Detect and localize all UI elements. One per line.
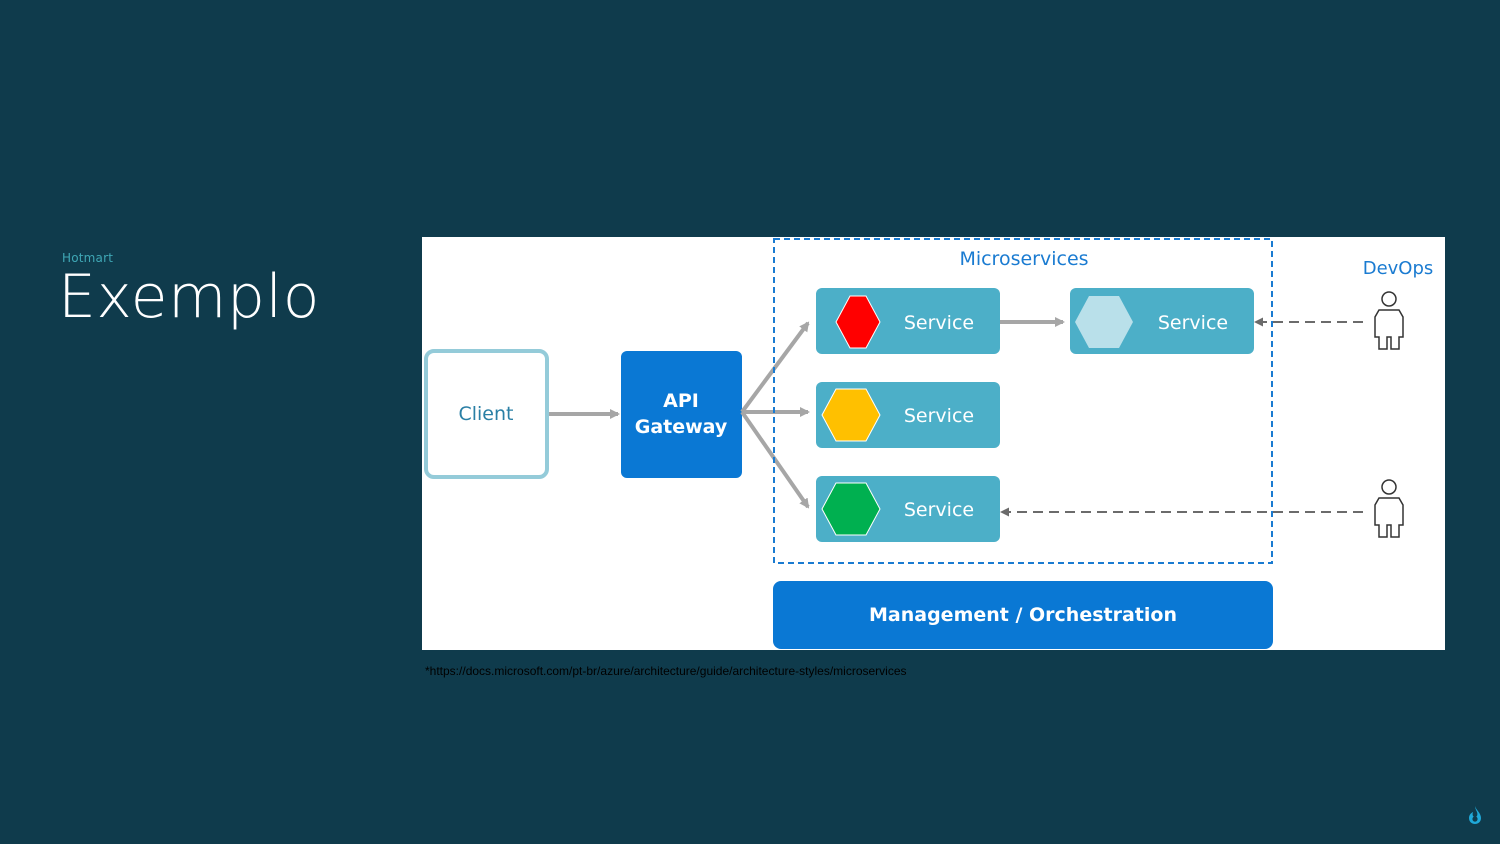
management-orchestration-node: Management / Orchestration bbox=[773, 581, 1273, 649]
microservices-boundary bbox=[773, 238, 1273, 564]
gateway-label-line1: API bbox=[663, 390, 699, 412]
client-label: Client bbox=[458, 403, 513, 425]
client-node: Client bbox=[424, 349, 549, 479]
service-node-1: Service bbox=[816, 288, 1000, 354]
hexagon-icon bbox=[1075, 296, 1133, 348]
service-label: Service bbox=[904, 499, 974, 521]
service-label: Service bbox=[904, 312, 974, 334]
brand-label: Hotmart bbox=[62, 251, 114, 265]
hotmart-flame-icon bbox=[1469, 806, 1481, 824]
management-label: Management / Orchestration bbox=[869, 604, 1177, 626]
microservices-diagram: Client API Gateway Microservices Service bbox=[422, 237, 1445, 650]
hexagon-icon bbox=[835, 295, 881, 349]
service-label: Service bbox=[1158, 312, 1228, 334]
person-icon bbox=[1374, 479, 1404, 538]
microservices-label: Microservices bbox=[959, 248, 1088, 270]
hexagon-icon bbox=[821, 482, 881, 536]
service-label: Service bbox=[904, 405, 974, 427]
devops-label: DevOps bbox=[1363, 258, 1434, 279]
hexagon-icon bbox=[821, 388, 881, 442]
source-note: *https://docs.microsoft.com/pt-br/azure/… bbox=[425, 664, 907, 678]
person-icon bbox=[1374, 291, 1404, 350]
service-node-2: Service bbox=[1070, 288, 1254, 354]
service-node-4: Service bbox=[816, 476, 1000, 542]
api-gateway-node: API Gateway bbox=[621, 351, 742, 478]
gateway-label-line2: Gateway bbox=[635, 416, 728, 438]
slide-title: Exemplo bbox=[58, 262, 320, 332]
service-node-3: Service bbox=[816, 382, 1000, 448]
